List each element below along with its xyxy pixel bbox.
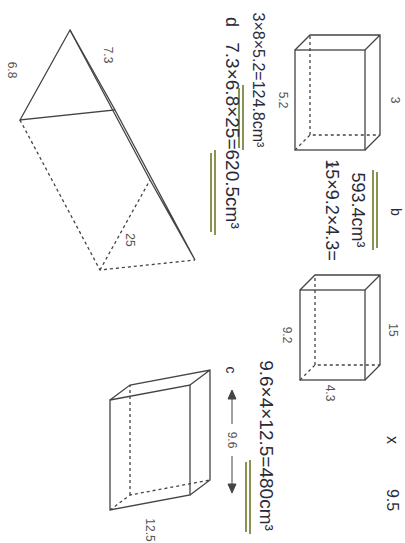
cuboid-front [300, 290, 365, 380]
prism-front [110, 385, 190, 510]
hidden-edges [295, 35, 380, 150]
double-underline [373, 170, 377, 250]
hidden-edges [110, 385, 210, 510]
worked-answer: 7.3×6.8×25=620.5cm³ [222, 42, 241, 228]
arrow-line [232, 456, 233, 488]
dimension-label: 4.3 [324, 385, 336, 402]
triangular-prism-d [20, 30, 195, 270]
parallelepiped-c [110, 370, 210, 510]
cuboid-edges [295, 35, 380, 150]
dimension-label: 6.8 [6, 62, 18, 79]
prism-edges [70, 30, 195, 260]
cuboid-b [300, 275, 380, 380]
prism-edges [110, 370, 210, 495]
worked-answer: 9.5 [384, 489, 400, 511]
question-letter: c [223, 367, 237, 374]
worked-answer: 15×9.2×4.3= [323, 159, 341, 261]
worked-answer: 9.6×4×12.5=480cm³ [256, 360, 275, 531]
cuboid-edges [300, 275, 380, 380]
dimension-label: 15 [387, 323, 399, 336]
dimension-label: 3 [389, 97, 401, 104]
hidden-edges [300, 275, 380, 380]
dimension-label: 25 [124, 233, 136, 246]
question-letter: b [389, 208, 403, 216]
dimension-label: 5.2 [277, 92, 289, 109]
double-underline [246, 460, 250, 534]
cuboid-front [295, 50, 365, 150]
double-underline [211, 150, 215, 235]
cuboid-a [295, 35, 380, 150]
worked-answer: x [384, 436, 400, 444]
worked-answer: 3×8×5.2=124.8cm³ [250, 13, 266, 148]
hidden-edges [20, 120, 195, 270]
worked-answer: 593.4cm³ [349, 172, 367, 247]
question-letter: d [223, 17, 241, 27]
dimension-label: 12.5 [144, 518, 156, 541]
arrow-head [228, 390, 236, 399]
dimension-label: 9.2 [281, 327, 293, 344]
arrow-head [228, 484, 236, 493]
dimension-label: 9.6 [226, 432, 238, 449]
dimension-label: 7.3 [102, 47, 114, 64]
prism-end [20, 30, 115, 120]
